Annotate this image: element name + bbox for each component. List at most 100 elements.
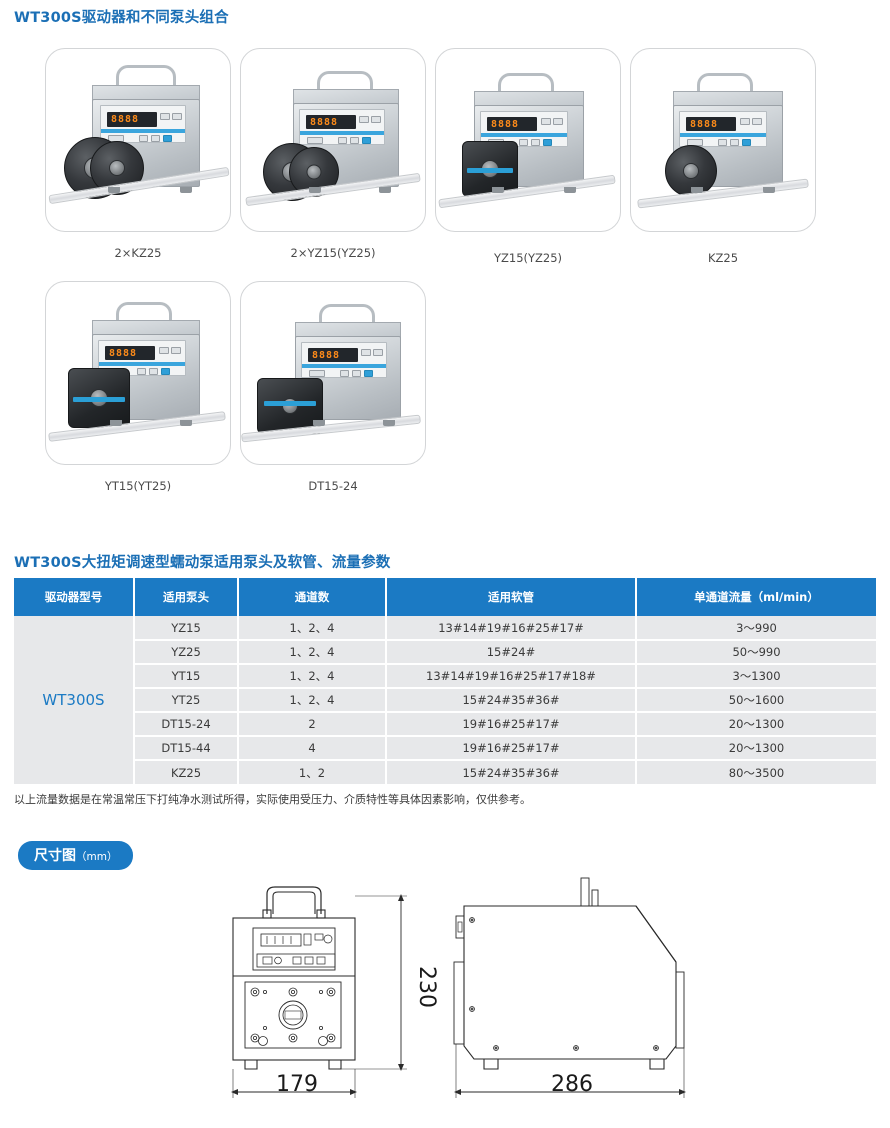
product-card[interactable]: 8888 xyxy=(435,48,621,232)
panel-button[interactable] xyxy=(307,137,323,144)
product-card[interactable]: 8888 xyxy=(240,281,426,465)
table-title: WT300S大扭矩调速型蠕动泵适用泵头及软管、流量参数 xyxy=(14,555,391,571)
cell-tubing: 13#14#19#16#25#17# xyxy=(386,616,637,641)
pump-handle-icon xyxy=(317,71,373,91)
panel-button[interactable] xyxy=(350,137,359,144)
pump-foot xyxy=(110,420,122,426)
pump-head-label xyxy=(264,401,316,406)
panel-button[interactable] xyxy=(553,118,563,125)
dimension-badge: 尺寸图（mm） xyxy=(18,841,134,870)
cell-pump-head: YZ25 xyxy=(134,640,239,665)
led-digits: 8888 xyxy=(491,119,520,130)
product-card[interactable]: 8888 xyxy=(240,48,426,232)
panel-button[interactable] xyxy=(718,139,727,146)
table-row: WT300S YZ15 1、2、4 13#14#19#16#25#17# 3～9… xyxy=(14,616,876,784)
pump-control-panel: 8888 xyxy=(679,111,767,147)
product-caption: YT15(YT25) xyxy=(104,479,172,493)
side-view-drawing xyxy=(453,877,686,1098)
panel-start-button[interactable] xyxy=(742,139,751,146)
cell-tubing: 19#16#25#17# xyxy=(386,712,637,737)
led-display xyxy=(105,346,155,360)
pump-foot xyxy=(108,187,120,193)
panel-button[interactable] xyxy=(160,113,170,120)
pump-foot xyxy=(763,187,775,193)
panel-button[interactable] xyxy=(541,118,551,125)
product-card-row-2: 8888 8888 xyxy=(45,281,426,465)
pump-foot xyxy=(383,420,395,426)
panel-start-button[interactable] xyxy=(362,137,371,144)
led-display xyxy=(686,117,736,131)
pump-foot xyxy=(564,187,576,193)
product-card[interactable]: 8888 xyxy=(630,48,816,232)
led-display xyxy=(306,115,356,129)
panel-start-button[interactable] xyxy=(163,135,172,142)
dimension-height-label: 230 xyxy=(414,966,439,1008)
panel-button[interactable] xyxy=(531,139,540,146)
pump-head-label xyxy=(467,168,513,173)
cell-tubing: 19#16#25#17# xyxy=(386,736,637,761)
cell-pump-head: YT25 xyxy=(134,688,239,713)
cell-pump-head: DT15-44 xyxy=(134,736,239,761)
cell-pump-head: KZ25 xyxy=(134,760,239,784)
panel-button[interactable] xyxy=(340,370,349,377)
product-card[interactable]: 8888 xyxy=(45,48,231,232)
pump-rotor-hub xyxy=(683,163,699,179)
cell-flow: 3～1300 xyxy=(636,664,876,689)
cell-channels: 1、2 xyxy=(238,760,387,784)
panel-button[interactable] xyxy=(149,368,158,375)
led-digits: 8888 xyxy=(111,114,140,125)
panel-button[interactable] xyxy=(371,116,381,123)
table-row: YZ25 1、2、4 15#24# 50～990 xyxy=(14,640,876,665)
pump-handle-icon xyxy=(498,73,554,93)
panel-start-button[interactable] xyxy=(364,370,373,377)
panel-button[interactable] xyxy=(361,349,371,356)
table-row: DT15-24 2 19#16#25#17# 20～1300 xyxy=(14,712,876,737)
led-digits: 8888 xyxy=(690,119,719,130)
cell-driver-model: WT300S xyxy=(14,616,135,784)
cell-tubing: 15#24#35#36# xyxy=(386,688,637,713)
panel-accent-bar xyxy=(680,133,766,137)
panel-button[interactable] xyxy=(730,139,739,146)
pump-control-panel: 8888 xyxy=(98,340,186,376)
product-card-row-1: 8888 xyxy=(45,48,816,232)
panel-button[interactable] xyxy=(352,370,361,377)
pump-control-panel: 8888 xyxy=(480,111,568,147)
panel-button[interactable] xyxy=(359,116,369,123)
panel-button[interactable] xyxy=(171,347,181,354)
dimension-width-label: 179 xyxy=(276,1072,318,1097)
cell-tubing: 15#24# xyxy=(386,640,637,665)
product-caption: 2×YZ15(YZ25) xyxy=(290,246,376,260)
cell-pump-head: YT15 xyxy=(134,664,239,689)
pump-control-panel: 8888 xyxy=(100,105,186,143)
pump-rotor-hub xyxy=(109,160,125,176)
table-row: KZ25 1、2 15#24#35#36# 80～3500 xyxy=(14,760,876,784)
panel-button[interactable] xyxy=(338,137,347,144)
product-card[interactable]: 8888 xyxy=(45,281,231,465)
page-title: WT300S驱动器和不同泵头组合 xyxy=(14,10,229,26)
dimension-depth-label: 286 xyxy=(551,1072,593,1097)
panel-button[interactable] xyxy=(137,368,146,375)
panel-button[interactable] xyxy=(740,118,750,125)
panel-button[interactable] xyxy=(519,139,528,146)
column-header-pump-head: 适用泵头 xyxy=(134,578,239,616)
pump-illustration: 8888 xyxy=(46,49,230,231)
panel-button[interactable] xyxy=(159,347,169,354)
pump-foot xyxy=(309,187,321,193)
cell-channels: 4 xyxy=(238,736,387,761)
panel-start-button[interactable] xyxy=(161,368,170,375)
cell-pump-head: DT15-24 xyxy=(134,712,239,737)
pump-illustration: 8888 xyxy=(46,282,230,464)
panel-button[interactable] xyxy=(139,135,148,142)
led-digits: 8888 xyxy=(109,348,138,359)
panel-accent-bar xyxy=(99,362,185,366)
panel-button[interactable] xyxy=(309,370,325,377)
product-caption: YZ15(YZ25) xyxy=(493,251,563,265)
panel-button[interactable] xyxy=(172,113,182,120)
panel-button[interactable] xyxy=(752,118,762,125)
panel-start-button[interactable] xyxy=(543,139,552,146)
panel-button[interactable] xyxy=(373,349,383,356)
table-row: DT15-44 4 19#16#25#17# 20～1300 xyxy=(14,736,876,761)
cell-flow: 50～990 xyxy=(636,640,876,665)
panel-button[interactable] xyxy=(151,135,160,142)
cell-channels: 1、2、4 xyxy=(238,616,387,641)
